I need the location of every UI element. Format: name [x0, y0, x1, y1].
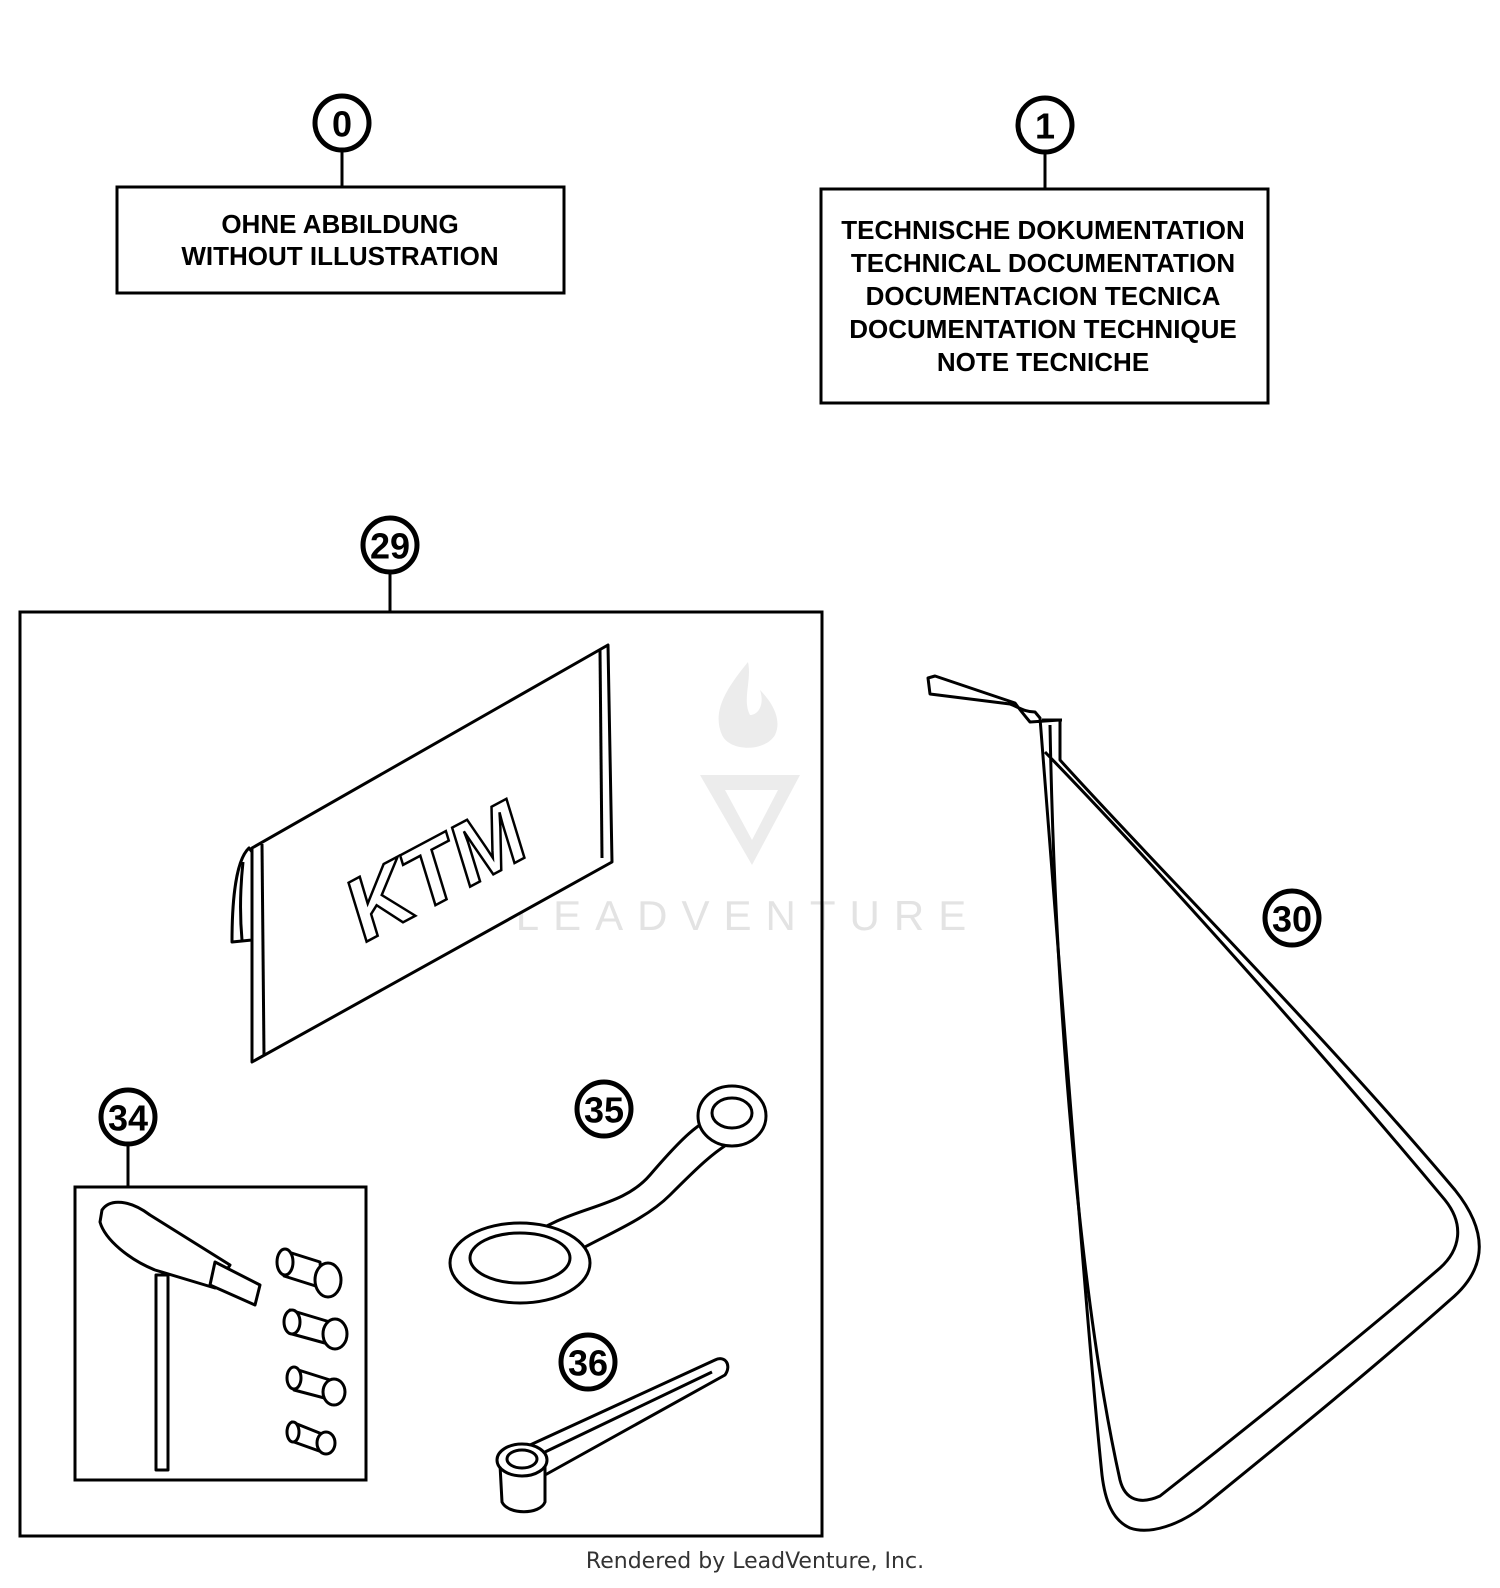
ring-spanner: [448, 1084, 768, 1305]
callout-34-circle: [98, 1087, 158, 1147]
socket-2: [282, 1308, 349, 1351]
tool-kit-frame: [18, 610, 824, 1538]
tool-bag-seam: [260, 843, 266, 1057]
callout-0-group: 0 OHNE ABBILDUNG WITHOUT ILLUSTRATION: [115, 93, 566, 295]
callout-34-group: 34: [73, 1087, 368, 1482]
watermark-text: LEADVENTURE: [516, 892, 980, 939]
allen-key-set: [98, 1200, 349, 1472]
spanner-large-ring-inner: [468, 1231, 572, 1285]
tool-bag-fold-line: [239, 861, 245, 941]
socket-1: [275, 1247, 343, 1299]
callout-35-number: 35: [584, 1090, 624, 1131]
tech-doc-line-3: DOCUMENTACION TECNICA: [866, 281, 1221, 311]
tech-doc-line-2: TECHNICAL DOCUMENTATION: [851, 248, 1235, 278]
callout-30-circle: [1262, 888, 1322, 948]
callout-34-number: 34: [108, 1098, 148, 1139]
side-stand-inner: [1043, 724, 1460, 1502]
wrench-socket-body: [498, 1463, 547, 1514]
callout-1-number: 1: [1035, 106, 1055, 147]
without-illustration-line-2: WITHOUT ILLUSTRATION: [181, 241, 498, 271]
tech-doc-line-1: TECHNISCHE DOKUMENTATION: [841, 215, 1244, 245]
hex-bit: [208, 1260, 262, 1307]
spanner-small-ring-inner: [710, 1096, 754, 1130]
socket-4: [285, 1420, 337, 1456]
tool-bag: KTM: [230, 643, 614, 1064]
without-illustration-box: [115, 185, 566, 295]
callout-36-number: 36: [568, 1343, 608, 1384]
callout-35-circle: [574, 1079, 634, 1139]
watermark-v-icon: [700, 775, 800, 865]
wrench-groove: [544, 1370, 713, 1454]
technical-documentation-box: [819, 187, 1270, 405]
wrench-socket-hole: [505, 1448, 539, 1470]
allen-key-set-frame: [73, 1185, 368, 1482]
callout-0-circle: [312, 93, 372, 153]
callout-1-circle: [1015, 95, 1075, 155]
footer-credit: Rendered by LeadVenture, Inc.: [586, 1549, 924, 1574]
socket-3: [285, 1365, 347, 1407]
callout-29-number: 29: [370, 526, 410, 567]
tool-bag-edge: [598, 649, 604, 859]
callout-35-group: 35: [574, 1079, 634, 1139]
t-handle: [98, 1200, 232, 1290]
callout-1-group: 1 TECHNISCHE DOKUMENTATION TECHNICAL DOC…: [819, 95, 1270, 405]
callout-30-number: 30: [1272, 899, 1312, 940]
side-stand: [926, 674, 1481, 1532]
watermark: LEADVENTURE: [516, 662, 980, 939]
callout-30-group: 30: [1262, 888, 1322, 948]
wrench-shaft: [528, 1357, 730, 1477]
hex-shaft: [154, 1273, 170, 1472]
tech-doc-line-4: DOCUMENTATION TECHNIQUE: [849, 314, 1237, 344]
callout-36-circle: [558, 1332, 618, 1392]
tech-doc-line-5: NOTE TECNICHE: [937, 347, 1149, 377]
callout-0-number: 0: [332, 104, 352, 145]
watermark-flame-icon: [718, 662, 778, 748]
tool-bag-body: [250, 643, 614, 1064]
callout-29-circle: [360, 515, 420, 575]
callout-29-group: 29: [18, 515, 824, 1538]
side-stand-outer: [926, 674, 1481, 1532]
combination-wrench: [495, 1357, 730, 1514]
callout-36-group: 36: [558, 1332, 618, 1392]
without-illustration-line-1: OHNE ABBILDUNG: [221, 209, 458, 239]
